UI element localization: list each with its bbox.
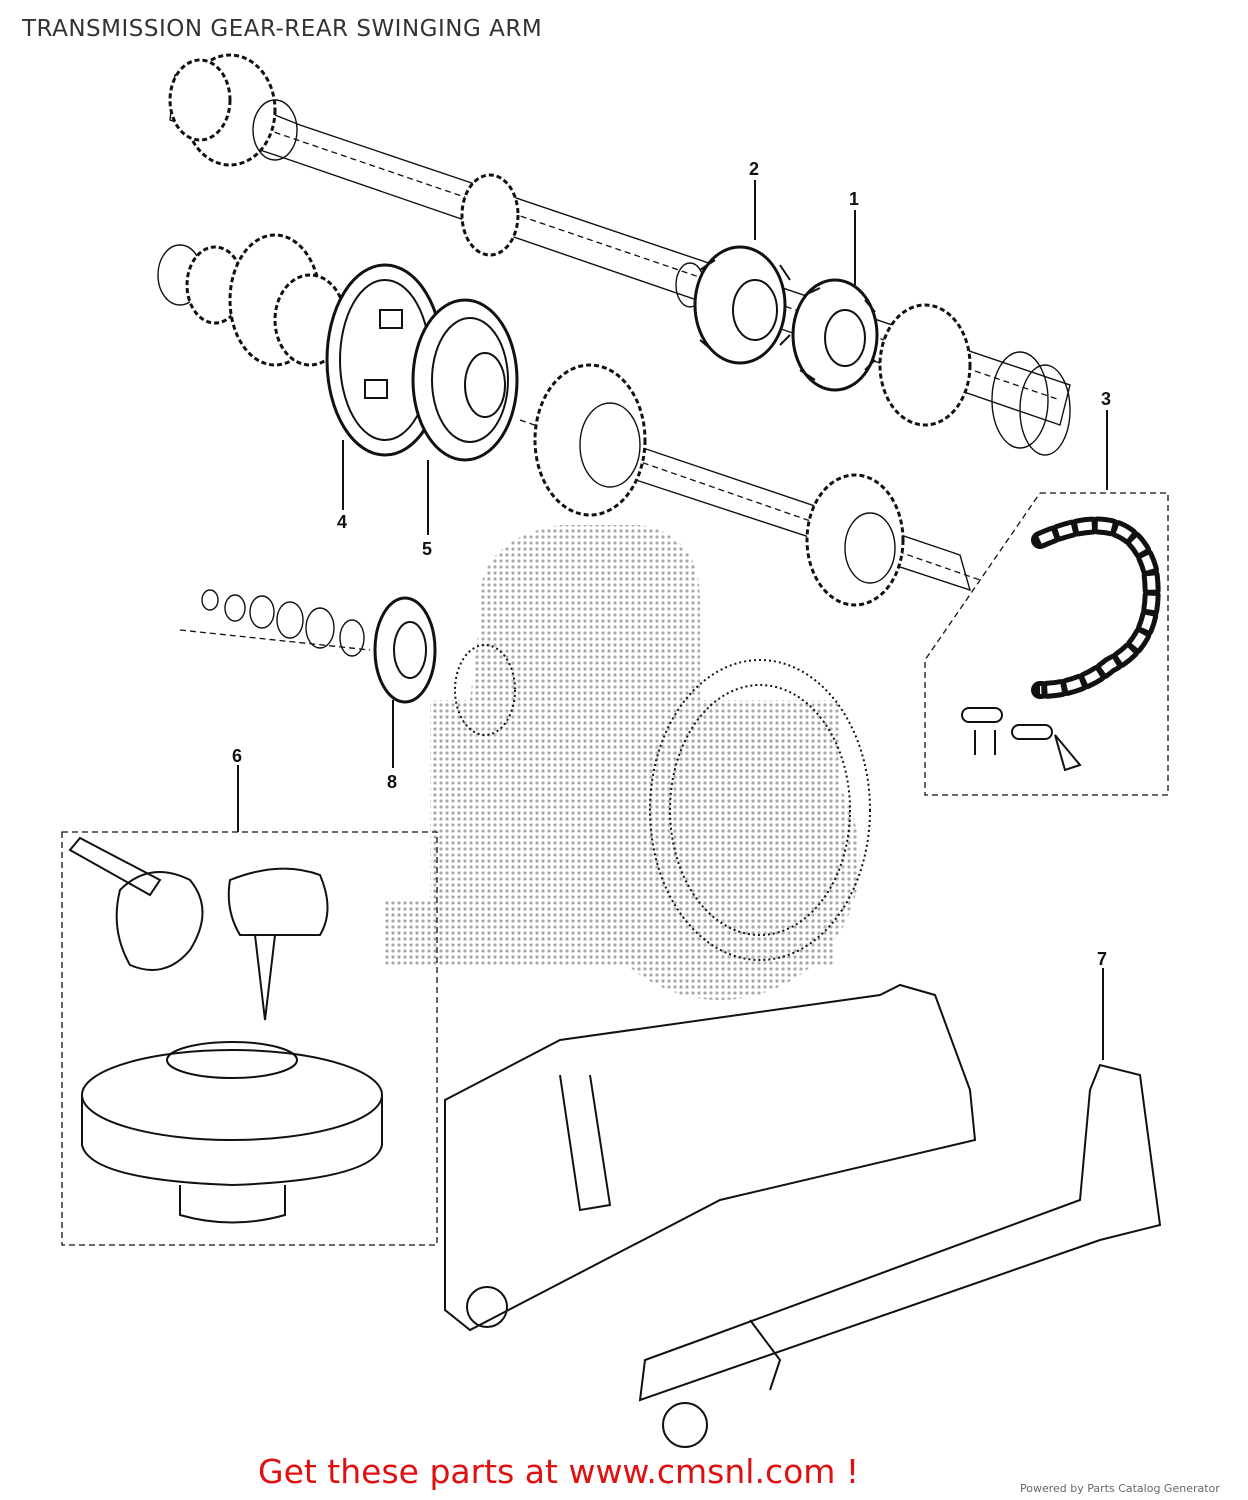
callout-label-6: 6 — [232, 746, 242, 766]
callout-label-1: 1 — [849, 189, 859, 209]
gear-2 — [693, 245, 791, 365]
mainshaft-lower — [157, 233, 981, 607]
rear-hub — [454, 644, 871, 961]
callout-label-5: 5 — [422, 539, 432, 559]
callout-label-3: 3 — [1101, 389, 1111, 409]
gear-1 — [791, 278, 879, 392]
diagram-title: TRANSMISSION GEAR-REAR SWINGING ARM — [22, 16, 543, 42]
gear-5 — [411, 298, 519, 462]
sprocket-8 — [373, 596, 437, 704]
gear-4 — [325, 263, 445, 457]
countershaft-upper — [168, 53, 1071, 456]
callout-label-2: 2 — [749, 159, 759, 179]
rear-swinging-arm-7 — [444, 983, 1162, 1448]
drive-chain-3 — [924, 492, 1169, 796]
callout-label-4: 4 — [337, 512, 347, 532]
get-parts-link[interactable]: Get these parts at www.cmsnl.com ! — [258, 1452, 860, 1491]
powered-by-text: Powered by Parts Catalog Generator — [1020, 1482, 1220, 1495]
key-and-cap-6 — [61, 831, 438, 1246]
callout-leaders — [237, 180, 1108, 1060]
sprocket-assembly — [179, 589, 371, 657]
callout-label-7: 7 — [1097, 949, 1107, 969]
callout-label-8: 8 — [387, 772, 397, 792]
